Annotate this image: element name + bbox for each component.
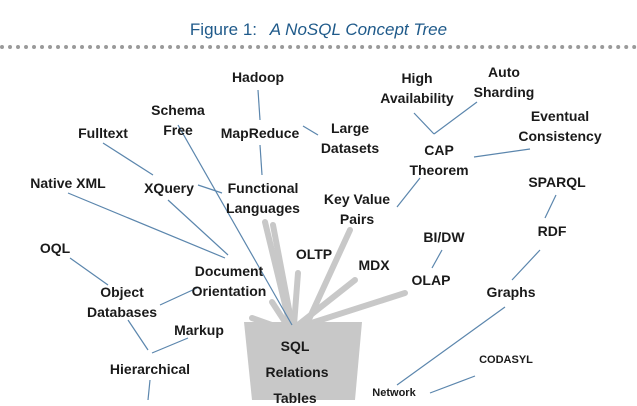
node-oltp: OLTP [295, 246, 333, 262]
node-fulltext: Fulltext [78, 125, 128, 141]
node-schema-free: Schema Free [151, 102, 205, 138]
node-rdf: RDF [537, 223, 567, 239]
branch-keyvalue [302, 227, 353, 331]
branch-oltp [291, 270, 301, 328]
edge-cap-keyvalue [396, 177, 421, 208]
edge-hierarchical-down [147, 379, 151, 400]
edge-xquery-document [167, 199, 229, 256]
edge-sparql-rdf [544, 194, 557, 219]
dotted-divider [0, 45, 637, 49]
edge-object-hierarchical [127, 319, 149, 351]
trunk-label-relations: Relations [265, 364, 329, 380]
edge-oql-object [69, 257, 109, 286]
trunk-label-tables: Tables [273, 390, 317, 406]
edge-schema-sql [177, 124, 293, 326]
edge-xquery-functional [197, 184, 223, 194]
edge-hadoop-mapreduce [257, 89, 261, 121]
node-hadoop: Hadoop [231, 69, 285, 85]
edge-bidw-olap [431, 249, 443, 269]
edge-nativexml-document [67, 192, 226, 259]
node-markup: Markup [174, 322, 224, 338]
node-functional-languages: Functional Languages [226, 180, 300, 216]
node-hierarchical: Hierarchical [109, 361, 191, 377]
node-xquery: XQuery [144, 180, 194, 196]
node-document-orientation: Document Orientation [191, 263, 267, 299]
node-graphs: Graphs [486, 284, 536, 300]
figure-number: Figure 1: [189, 20, 257, 39]
edge-rdf-graphs [511, 249, 541, 281]
branch-olap [299, 290, 408, 329]
node-key-value-pairs: Key Value Pairs [323, 191, 391, 227]
node-native-xml: Native XML [30, 175, 106, 191]
edge-codasyl-network [429, 375, 476, 394]
branch-document [269, 299, 290, 328]
edge-markup-hierarchical [151, 337, 189, 354]
node-bi-dw: BI/DW [423, 229, 465, 245]
edge-ha-cap [413, 112, 435, 135]
branch-markup [249, 315, 283, 331]
node-eventual-consistency: Eventual Consistency [518, 108, 602, 144]
trunk-branches [249, 219, 408, 331]
edge-eventual-cap [473, 148, 531, 158]
node-network: Network [372, 387, 416, 399]
node-sparql: SPARQL [528, 174, 586, 190]
edge-graphs-network [396, 306, 506, 386]
node-mdx: MDX [358, 257, 390, 273]
node-high-availability: High Availability [380, 70, 454, 106]
edge-fulltext-xquery [102, 142, 154, 176]
edge-object-document [159, 287, 198, 306]
node-large-datasets: Large Datasets [320, 120, 380, 156]
edge-mapreduce-functional [259, 144, 263, 176]
concept-edges [67, 89, 557, 400]
node-oql: OQL [39, 240, 71, 256]
node-auto-sharding: Auto Sharding [473, 64, 535, 100]
node-codasyl: CODASYL [479, 354, 533, 366]
trunk-label-sql: SQL [280, 338, 310, 354]
figure-caption: Figure 1: A NoSQL Concept Tree [0, 20, 637, 40]
node-mapreduce: MapReduce [220, 125, 300, 141]
edge-mapreduce-large [302, 125, 319, 136]
trunk-shape [244, 322, 362, 400]
node-olap: OLAP [411, 272, 451, 288]
node-cap-theorem: CAP Theorem [409, 142, 469, 178]
branch-functional-2 [270, 222, 295, 328]
edge-autosharding-cap [433, 101, 478, 135]
figure-title: A NoSQL Concept Tree [269, 20, 448, 39]
node-object-databases: Object Databases [86, 284, 158, 320]
